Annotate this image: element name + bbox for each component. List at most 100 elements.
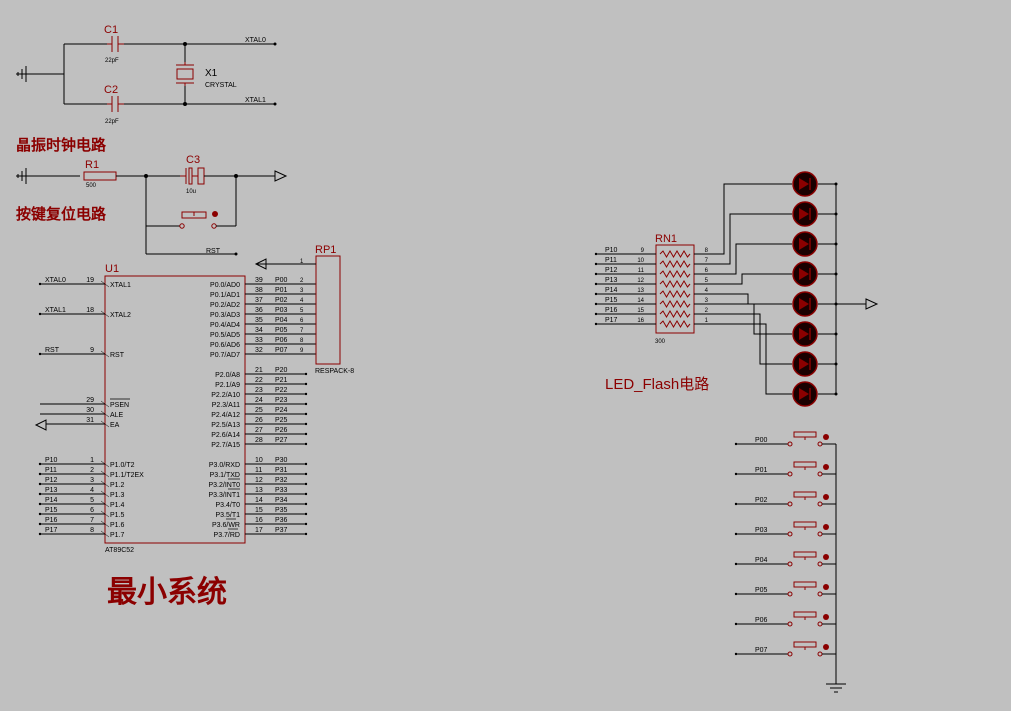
u1-left-pin-name: P1.3 <box>110 492 125 499</box>
u1-right-pin-num: 36 <box>255 307 263 314</box>
button-net-label: P03 <box>755 527 768 534</box>
u1-right-net: P03 <box>275 307 288 314</box>
button-net-label: P01 <box>755 467 768 474</box>
button-net-label: P05 <box>755 587 768 594</box>
rn1-pin-right: 7 <box>705 258 709 264</box>
u1-right-pin-name: P2.4/A12 <box>211 412 240 419</box>
u1-right-pin-num: 21 <box>255 367 263 374</box>
u1-right-pin-name: P3.5/T1 <box>215 512 240 519</box>
rn1-pin-right: 1 <box>705 318 709 324</box>
u1-left-pin-name: P1.0/T2 <box>110 462 135 469</box>
rn1-net: P15 <box>605 297 618 304</box>
push-button[interactable] <box>793 611 817 618</box>
u1-right-pin-name: P3.7/RD <box>214 532 240 539</box>
rp1-pin-num: 2 <box>300 278 304 284</box>
u1-right-pin-num: 34 <box>255 327 263 334</box>
u1-right-net: P32 <box>275 477 288 484</box>
rn1-pin-left: 11 <box>638 268 645 274</box>
u1-left-net: XTAL1 <box>45 307 66 314</box>
rn1-net: P16 <box>605 307 618 314</box>
u1-left-pin-name: XTAL1 <box>110 282 131 289</box>
u1-right-net: P20 <box>275 367 288 374</box>
u1-right-pin-num: 33 <box>255 337 263 344</box>
u1-left-pin-num: 7 <box>90 517 94 524</box>
u1-right-pin-name: P2.2/A10 <box>211 392 240 399</box>
u1-left-pin-name: P1.2 <box>110 482 125 489</box>
u1-right-pin-num: 37 <box>255 297 263 304</box>
u1-right-pin-num: 32 <box>255 347 263 354</box>
rp1-pin1: 1 <box>300 259 304 265</box>
rn1-net: P11 <box>605 257 617 264</box>
u1-left-pin-num: 5 <box>90 497 94 504</box>
u1-right-net: P31 <box>275 467 288 474</box>
u1-right-net: P30 <box>275 457 288 464</box>
u1-left-net: P11 <box>45 467 57 474</box>
rn1-pin-left: 13 <box>637 288 644 294</box>
u1-left-pin-name: RST <box>110 352 125 359</box>
u1-right-pin-num: 28 <box>255 437 263 444</box>
u1-right-pin-name: P2.6/A14 <box>211 432 240 439</box>
rp1-pin-num: 3 <box>300 288 304 294</box>
button-net-label: P00 <box>755 437 768 444</box>
rn1-pin-left: 14 <box>637 298 644 304</box>
u1-right-pin-name: P0.6/AD6 <box>210 342 240 349</box>
c3-value: 10u <box>186 189 196 195</box>
u1-ref: U1 <box>105 263 119 275</box>
rn1-pin-left: 15 <box>637 308 644 314</box>
u1-left-pin-name: PSEN <box>110 402 129 409</box>
led-array <box>694 171 879 407</box>
rp1-pin-num: 8 <box>300 338 304 344</box>
u1-left-pin-name: XTAL2 <box>110 312 131 319</box>
u1-right-pin-num: 15 <box>255 507 263 514</box>
reset-circuit-title: 按键复位电路 <box>16 205 107 223</box>
u1-right-pin-name: P0.0/AD0 <box>210 282 240 289</box>
u1-left-pin-name: P1.7 <box>110 532 125 539</box>
u1-right-pin-name: P2.3/A11 <box>212 402 240 409</box>
u1-right-pin-name: P2.0/A8 <box>215 372 240 379</box>
u1-left-net: P14 <box>45 497 58 504</box>
u1-right-pin-name: P0.3/AD3 <box>210 312 240 319</box>
u1-left-pin-num: 30 <box>86 407 94 414</box>
u1-right-net: P36 <box>275 517 288 524</box>
u1-right-pin-num: 26 <box>255 417 263 424</box>
push-button[interactable] <box>793 581 817 588</box>
rn1-net: P17 <box>605 317 618 324</box>
u1-left-pin-num: 2 <box>90 467 94 474</box>
push-button[interactable] <box>793 521 817 528</box>
push-button[interactable] <box>793 431 817 438</box>
rn1-ref: RN1 <box>655 233 677 245</box>
u1-right-pin-num: 17 <box>255 527 263 534</box>
push-button[interactable] <box>793 641 817 648</box>
u1-right-pin-num: 11 <box>255 467 262 474</box>
button-net-label: P06 <box>755 617 768 624</box>
rp1-pin-num: 5 <box>300 308 304 314</box>
push-button[interactable] <box>793 491 817 498</box>
u1-right-pin-name: P0.5/AD5 <box>210 332 240 339</box>
rn1-pin-right: 6 <box>705 268 709 274</box>
rn1-pin-right: 5 <box>705 278 709 284</box>
push-button[interactable] <box>793 551 817 558</box>
push-button[interactable] <box>793 461 817 468</box>
u1-left-net: P16 <box>45 517 58 524</box>
u1-left-pin-name: ALE <box>110 412 124 419</box>
xtal1-net-label: XTAL1 <box>245 97 266 104</box>
r1-value: 500 <box>86 183 97 189</box>
rn1-pin-right: 4 <box>705 288 709 294</box>
c1-ref: C1 <box>104 24 118 36</box>
u1-right-pin-num: 35 <box>255 317 263 324</box>
u1-right-pin-num: 24 <box>255 397 263 404</box>
led-flash-title: LED_Flash电路 <box>605 376 709 393</box>
u1-right-net: P02 <box>275 297 288 304</box>
u1-right-pin-name: P3.6/WR <box>212 522 240 529</box>
rn1-pin-left: 12 <box>637 278 644 284</box>
rp1-part: RESPACK-8 <box>315 368 354 375</box>
u1-right-net: P21 <box>275 377 288 384</box>
rn1-net: P14 <box>605 287 618 294</box>
u1-right-pin-num: 16 <box>255 517 263 524</box>
u1-right-pin-name: P3.4/T0 <box>215 502 240 509</box>
rn1-pin-right: 3 <box>705 298 709 304</box>
